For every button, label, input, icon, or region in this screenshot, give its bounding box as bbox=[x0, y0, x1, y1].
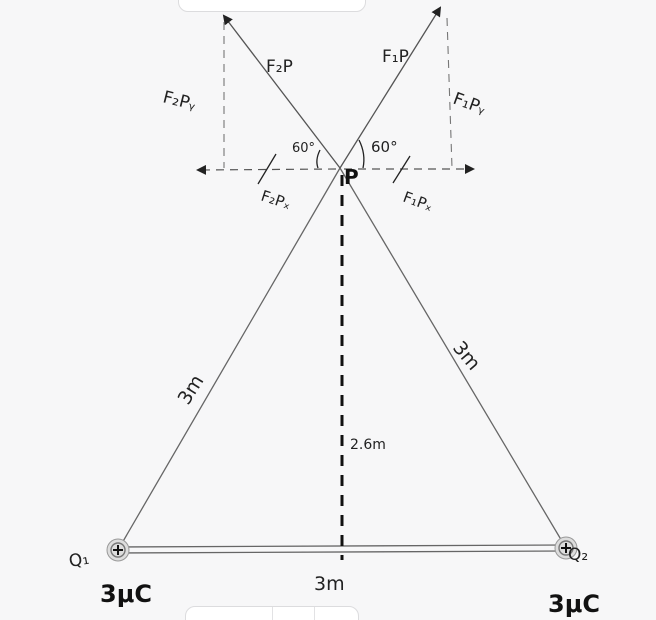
f1py-label: F₁Pᵧ bbox=[450, 89, 489, 119]
tick-mark-left bbox=[257, 153, 277, 185]
tick-mark-right bbox=[392, 155, 411, 184]
charge-q2-marker bbox=[554, 536, 578, 560]
f2py-label: F₂Pᵧ bbox=[161, 87, 199, 115]
f1py-projection bbox=[446, 17, 453, 169]
side-left bbox=[117, 167, 341, 551]
f1p-label: F₁P bbox=[382, 47, 409, 67]
f1p-vector bbox=[339, 6, 442, 169]
side-right bbox=[339, 167, 567, 549]
charge-q1-value: 3μC bbox=[100, 580, 152, 608]
point-p-label: P bbox=[344, 165, 359, 189]
charge-q2-value: 3μC bbox=[548, 590, 600, 618]
charge-q2-label: Q₂ bbox=[568, 545, 588, 565]
angle-right-label: 60° bbox=[371, 138, 398, 156]
f2px-vector bbox=[196, 164, 337, 175]
base-length: 3m bbox=[314, 573, 345, 595]
base-line-2 bbox=[117, 550, 567, 554]
angle-arc-right bbox=[358, 139, 365, 169]
charge-q1-label: Q₁ bbox=[67, 549, 90, 572]
right-side-length: 3m bbox=[448, 337, 485, 375]
height-length: 2.6m bbox=[350, 437, 386, 453]
f1px-label: F₁Pₓ bbox=[401, 188, 436, 215]
f2p-label: F₂P bbox=[266, 57, 293, 77]
f2p-vector bbox=[222, 14, 341, 169]
charge-q1-marker bbox=[106, 538, 130, 562]
angle-left-label: 60° bbox=[292, 141, 315, 156]
f2px-label: F₂Pₓ bbox=[259, 187, 293, 214]
angle-arc-left bbox=[316, 149, 321, 169]
bottom-toolbar-tab bbox=[185, 606, 359, 620]
